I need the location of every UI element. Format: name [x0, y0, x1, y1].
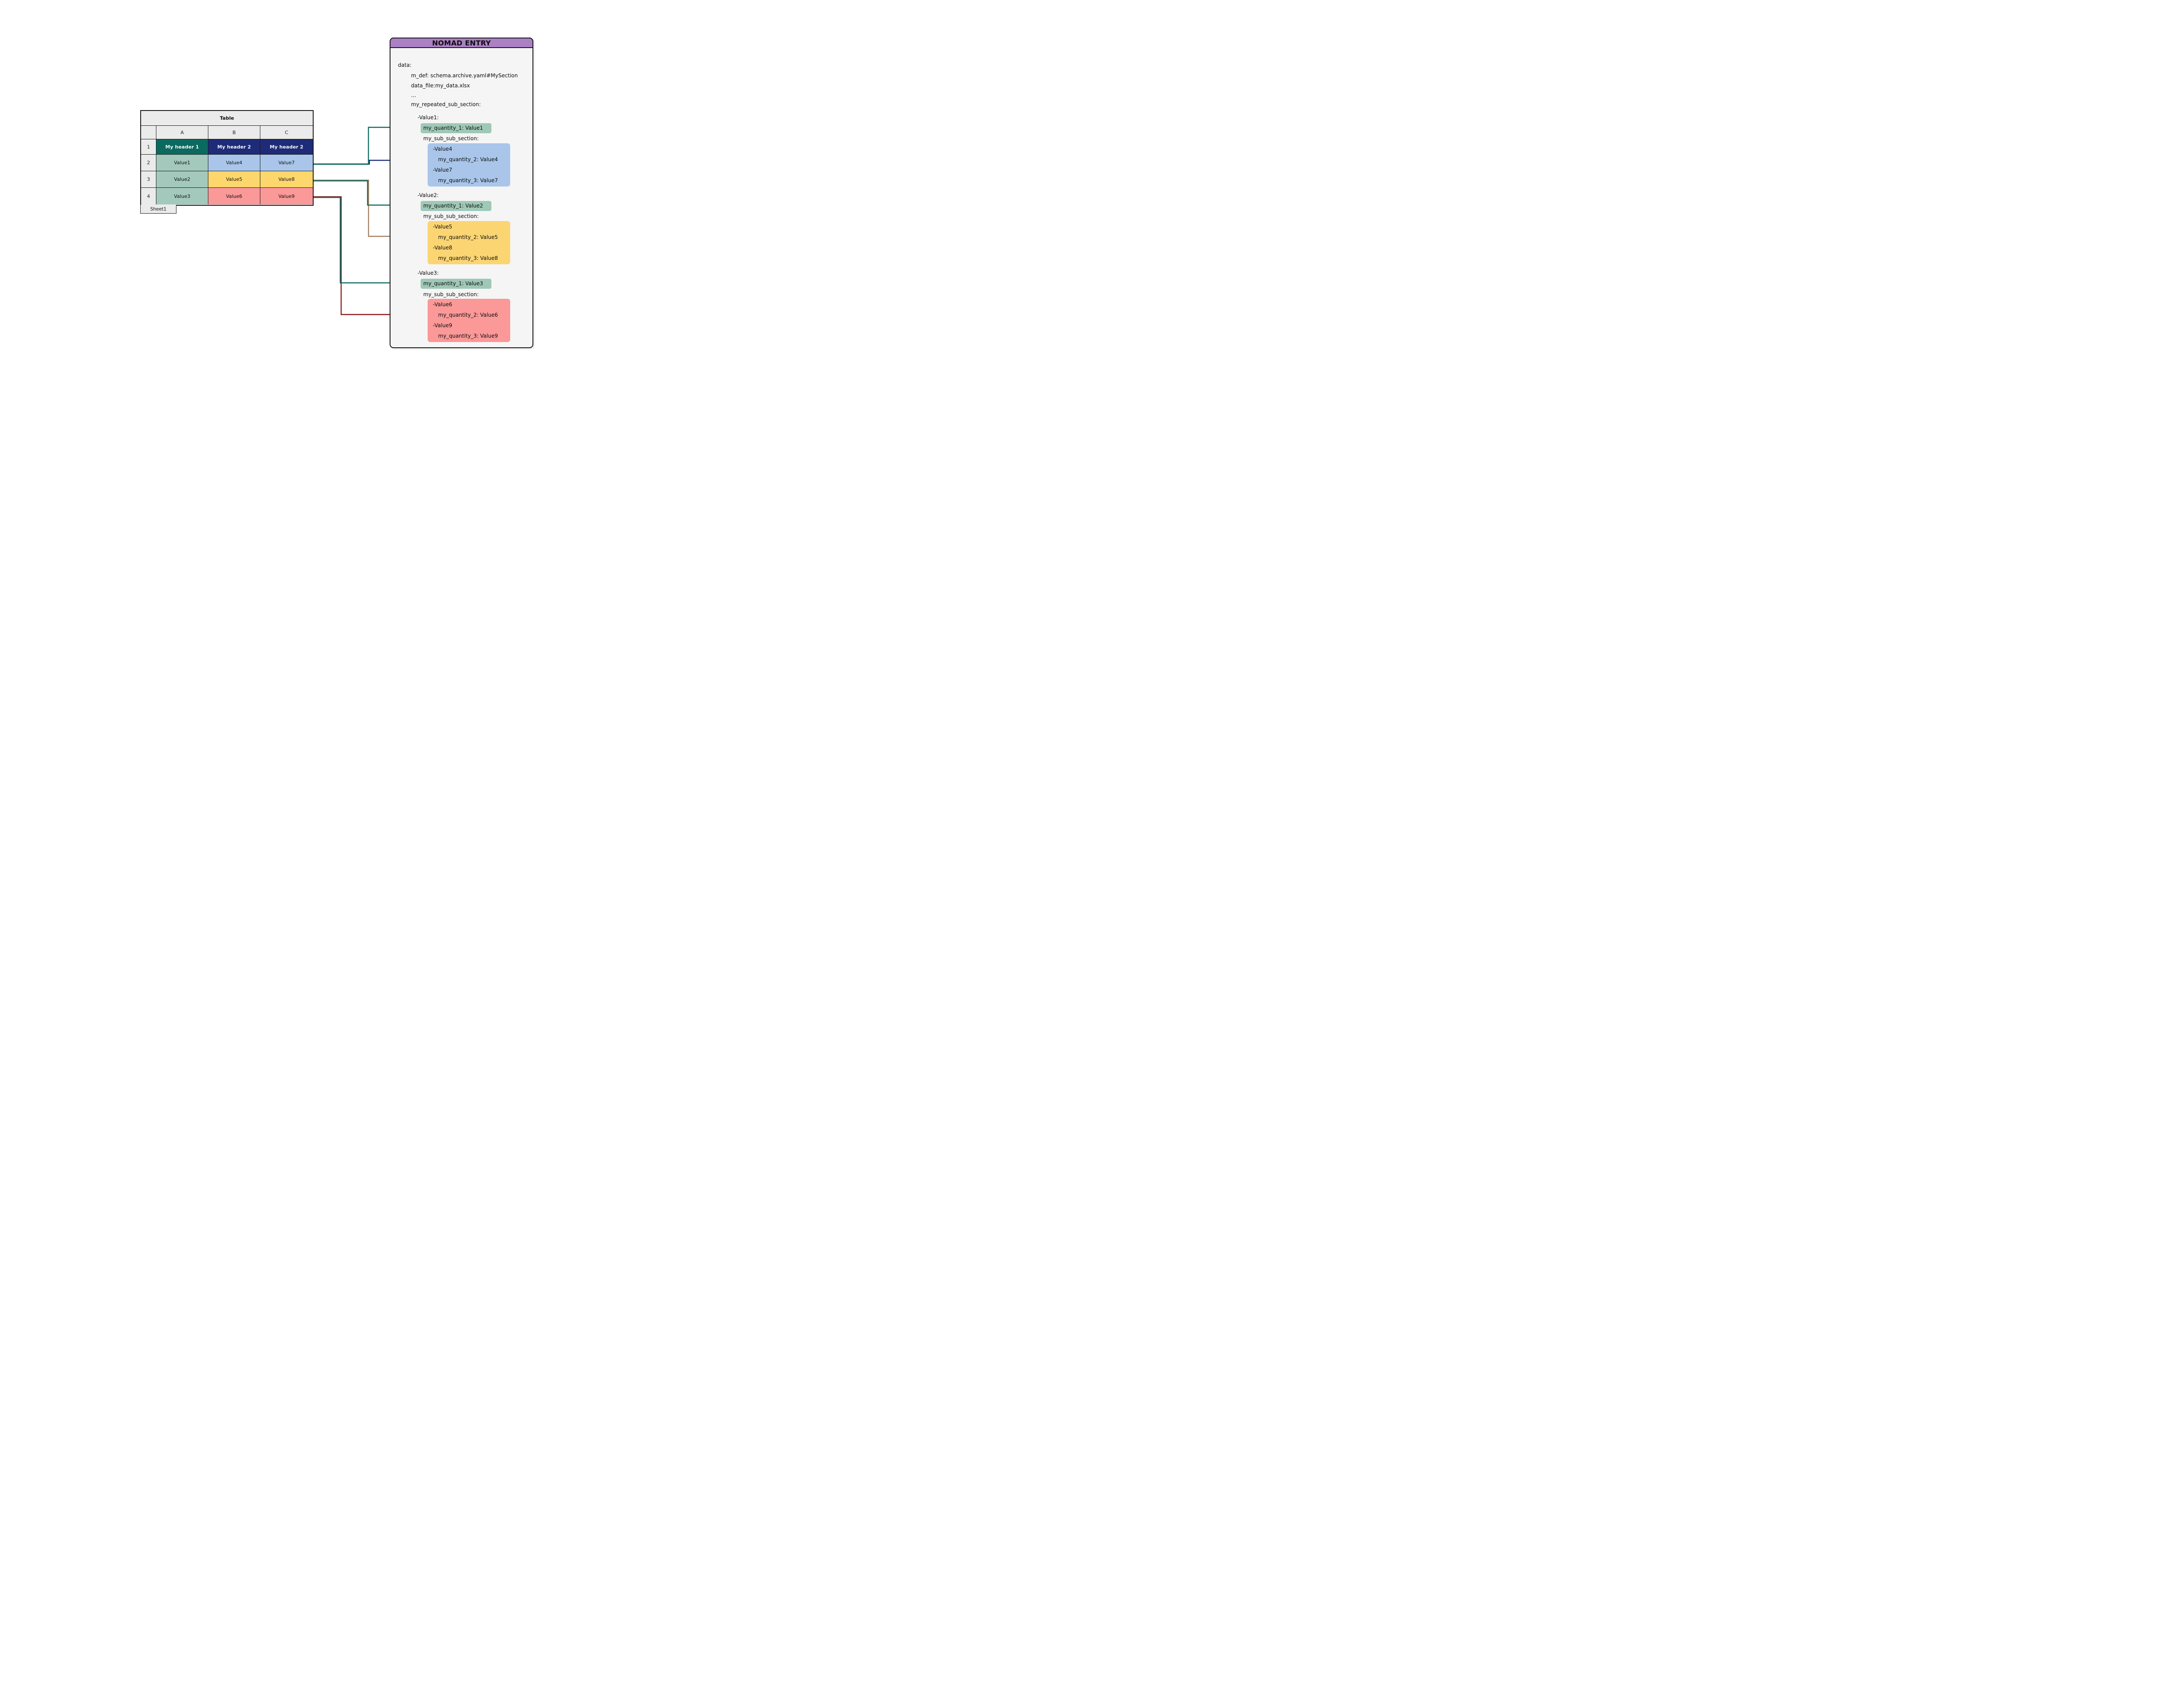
entry3-subsection-label: my_sub_sub_section:	[423, 291, 479, 297]
quantity-chip-2: my_quantity_1: Value2	[421, 201, 491, 211]
cell-c4: Value9	[260, 188, 313, 204]
sub-sub-section-box-2: -Value5 my_quantity_2: Value5 -Value8 my…	[428, 221, 510, 264]
cell-c2: Value7	[260, 155, 313, 171]
column-header-a: A	[156, 126, 208, 139]
row-number-4: 4	[141, 188, 156, 204]
box2-line-4: my_quantity_3: Value8	[438, 255, 498, 261]
column-header-c: C	[260, 126, 313, 139]
box1-line-1: -Value4	[433, 146, 453, 152]
box3-line-4: my_quantity_3: Value9	[438, 333, 498, 339]
quantity-chip-3: my_quantity_1: Value3	[421, 279, 491, 289]
yaml-data-line: data:	[398, 62, 412, 68]
cell-c3: Value8	[260, 171, 313, 188]
diagram-canvas: Table A B C 1 My header 1 My header 2 My…	[0, 0, 673, 379]
box2-line-3: -Value8	[433, 245, 453, 251]
cell-b2: Value4	[208, 155, 260, 171]
quantity-chip-1: my_quantity_1: Value1	[421, 123, 491, 133]
cell-b1: My header 2	[208, 139, 260, 155]
box2-line-1: -Value5	[433, 224, 453, 230]
entry2-subsection-label: my_sub_sub_section:	[423, 213, 479, 219]
sheet1-tab: Sheet1	[140, 205, 176, 214]
row-number-3: 3	[141, 171, 156, 188]
cell-b4: Value6	[208, 188, 260, 204]
sub-sub-section-box-1: -Value4 my_quantity_2: Value4 -Value7 my…	[428, 143, 510, 187]
mapping-arrows	[314, 124, 425, 318]
entry1-item-label: -Value1:	[418, 114, 439, 121]
spreadsheet-table: Table A B C 1 My header 1 My header 2 My…	[140, 110, 314, 206]
sub-sub-section-box-3: -Value6 my_quantity_2: Value6 -Value9 my…	[428, 299, 510, 342]
box1-line-2: my_quantity_2: Value4	[438, 156, 498, 163]
box1-line-3: -Value7	[433, 167, 453, 173]
corner-cell	[141, 126, 156, 139]
nomad-entry-panel: NOMAD ENTRY data: m_def: schema.archive.…	[390, 38, 533, 348]
panel-title: NOMAD ENTRY	[390, 38, 533, 48]
row-number-1: 1	[141, 139, 156, 155]
cell-a1: My header 1	[156, 139, 208, 155]
entry2-item-label: -Value2:	[418, 192, 439, 198]
box3-line-2: my_quantity_2: Value6	[438, 312, 498, 318]
row-number-2: 2	[141, 155, 156, 171]
column-header-b: B	[208, 126, 260, 139]
cell-a4: Value3	[156, 188, 208, 204]
box1-line-4: my_quantity_3: Value7	[438, 177, 498, 183]
cell-a2: Value1	[156, 155, 208, 171]
cell-a3: Value2	[156, 171, 208, 188]
box3-line-3: -Value9	[433, 322, 453, 329]
yaml-ellipsis-line: ...	[411, 92, 416, 98]
cell-c1: My header 2	[260, 139, 313, 155]
yaml-mdef-line: m_def: schema.archive.yaml#MySection	[411, 73, 518, 79]
entry3-item-label: -Value3:	[418, 270, 439, 276]
box3-line-1: -Value6	[433, 301, 453, 308]
box2-line-2: my_quantity_2: Value5	[438, 234, 498, 240]
yaml-repeated-line: my_repeated_sub_section:	[411, 101, 481, 107]
table-title: Table	[141, 111, 313, 126]
yaml-datafile-line: data_file:my_data.xlsx	[411, 83, 470, 89]
cell-b3: Value5	[208, 171, 260, 188]
entry1-subsection-label: my_sub_sub_section:	[423, 135, 479, 142]
